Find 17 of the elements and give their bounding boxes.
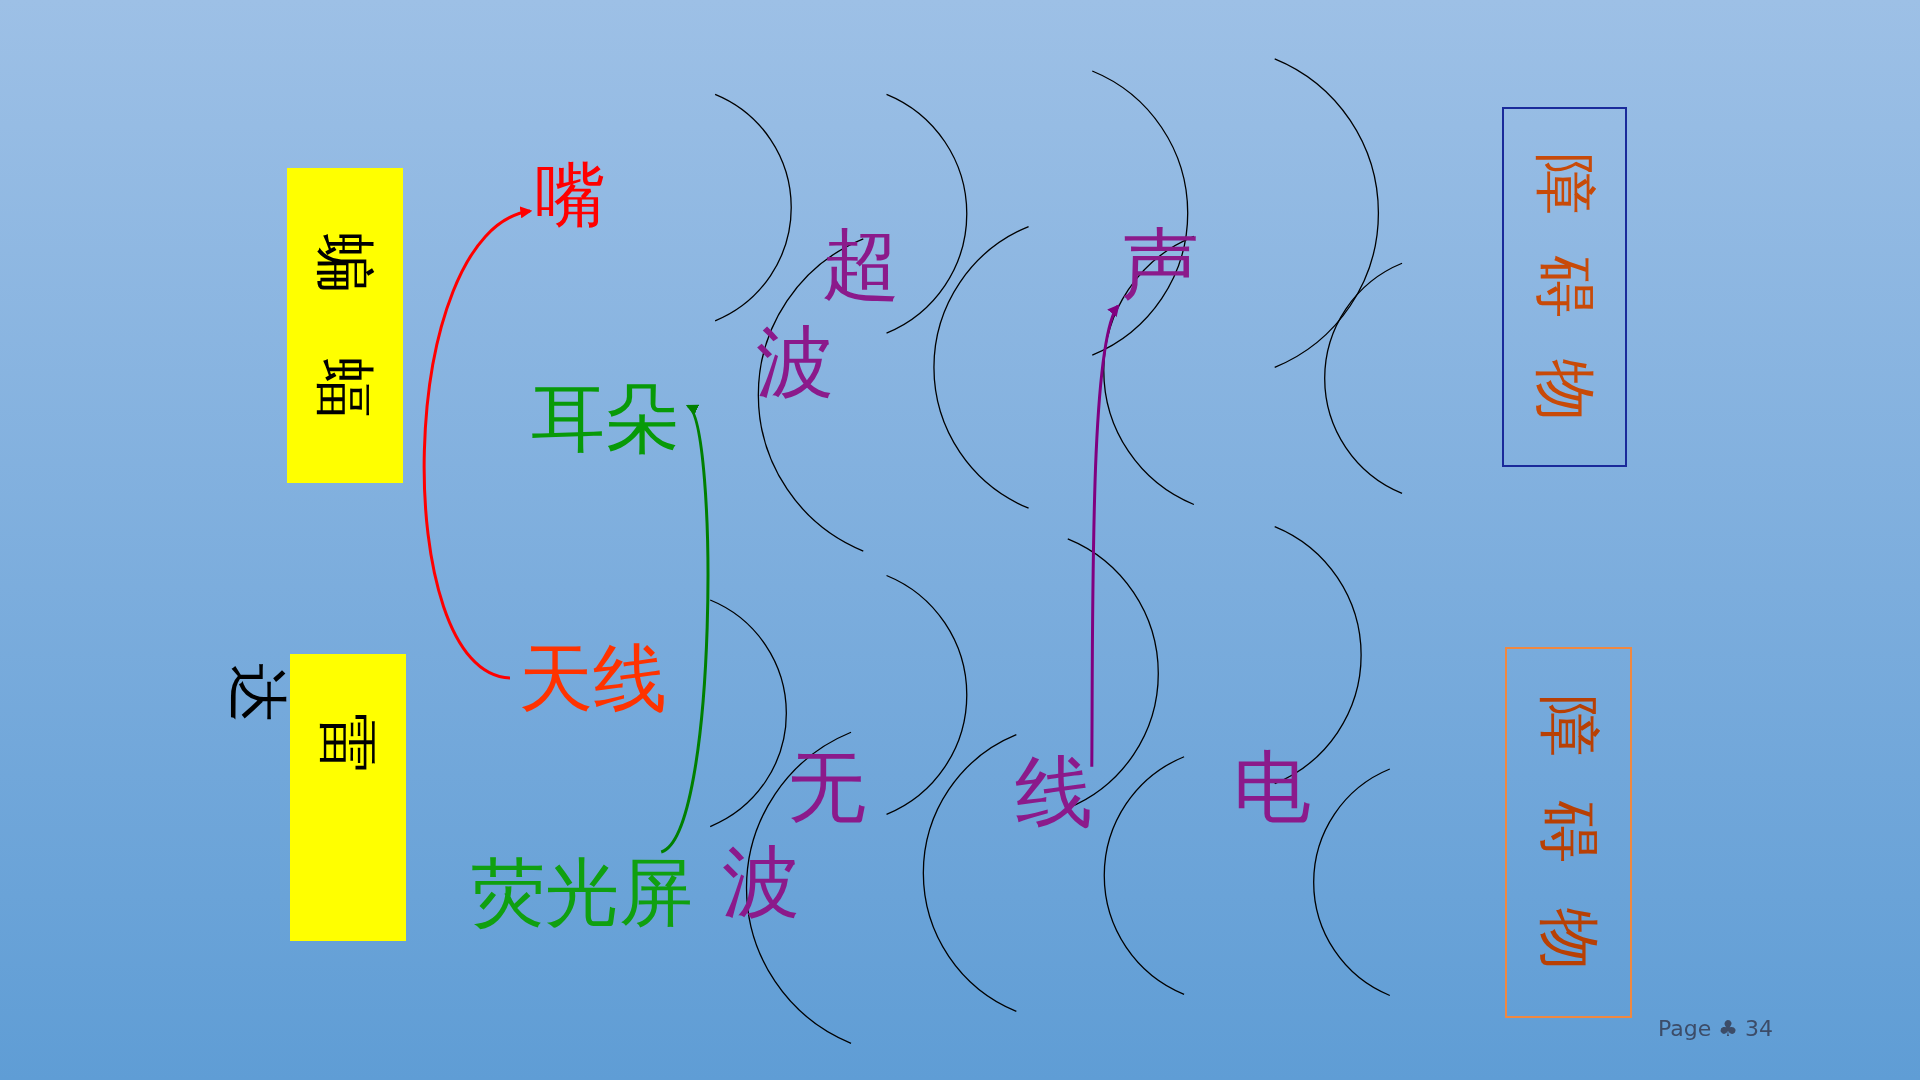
curved-arrow	[1090, 303, 1120, 767]
curved-arrow	[422, 209, 533, 680]
wave-character: 超	[822, 225, 900, 303]
obstacle-box: 障碍物	[1505, 647, 1632, 1018]
term-label: 天线	[510, 638, 676, 718]
wave-character: 电	[1233, 748, 1311, 826]
wave-character: 线	[1012, 750, 1096, 834]
wave-character: 无	[788, 748, 866, 826]
curved-arrow	[660, 403, 710, 854]
side-character: 达	[228, 662, 288, 725]
page-number: Page ♣ 34	[1658, 1018, 1773, 1040]
obstacle-box: 障碍物	[1502, 107, 1627, 467]
label-box: 蝙蝠	[287, 168, 403, 483]
term-label: 荧光屏	[462, 852, 702, 932]
term-label: 耳朵	[522, 378, 688, 458]
label-box: 雷	[290, 654, 406, 941]
term-label: 嘴	[530, 155, 610, 235]
